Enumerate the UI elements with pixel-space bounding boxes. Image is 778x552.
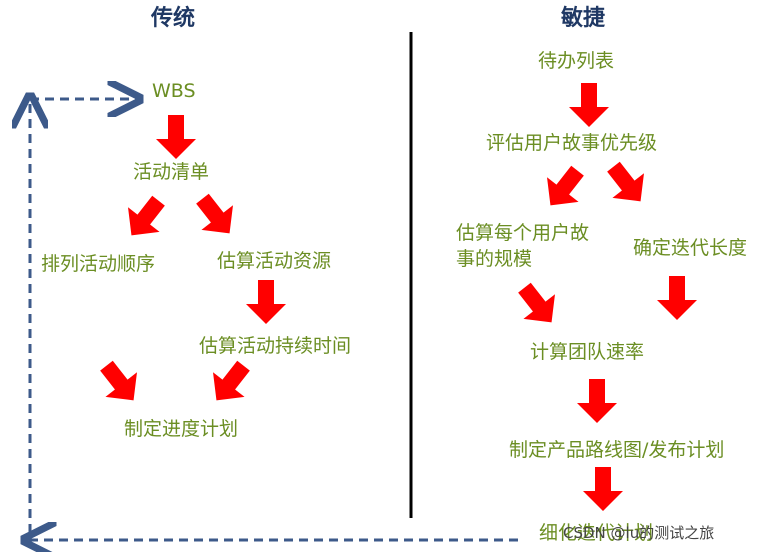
node-iteration-length: 确定迭代长度 (633, 237, 748, 259)
node-team-velocity: 计算团队速率 (530, 341, 645, 363)
node-sequence-activities: 排列活动顺序 (41, 253, 156, 275)
arrow-activity-list-to-sequence (128, 195, 165, 236)
node-estimate-durations: 估算活动持续时间 (199, 335, 352, 357)
node-iteration-plan: 细化迭代计划 (539, 522, 654, 544)
node-backlog: 待办列表 (538, 50, 615, 72)
arrow-estimate-to-velocity (518, 282, 555, 323)
node-estimate-story-size-line1: 估算每个用户故 (456, 222, 590, 244)
arrow-prioritize-to-estimate (547, 165, 584, 206)
arrow-activity-list-to-resources (196, 193, 233, 234)
node-develop-schedule: 制定进度计划 (124, 418, 239, 440)
node-release-plan: 制定产品路线图/发布计划 (509, 439, 725, 461)
arrow-backlog-to-prioritize (569, 83, 609, 127)
arrow-resources-to-durations (246, 280, 286, 324)
node-activity-list: 活动清单 (133, 161, 210, 183)
arrow-sequence-to-schedule (100, 360, 137, 401)
node-estimate-resources: 估算活动资源 (217, 250, 332, 272)
heading-agile: 敏捷 (561, 6, 606, 31)
node-prioritize-stories: 评估用户故事优先级 (486, 132, 658, 154)
arrow-release-plan-to-iteration-plan (583, 467, 623, 511)
arrow-wbs-to-activity-list (156, 115, 196, 159)
arrow-prioritize-to-iteration-length (607, 161, 644, 202)
feedback-loop-line (28, 100, 518, 542)
watermark: CSDN @lu的测试之旅 (563, 524, 715, 542)
node-wbs: WBS (152, 80, 196, 102)
arrow-durations-to-schedule (213, 360, 250, 401)
arrow-velocity-to-release-plan (577, 379, 617, 423)
heading-traditional: 传统 (151, 6, 196, 31)
node-estimate-story-size-line2: 事的规模 (456, 248, 533, 270)
arrow-iteration-length-to-velocity (657, 276, 697, 320)
